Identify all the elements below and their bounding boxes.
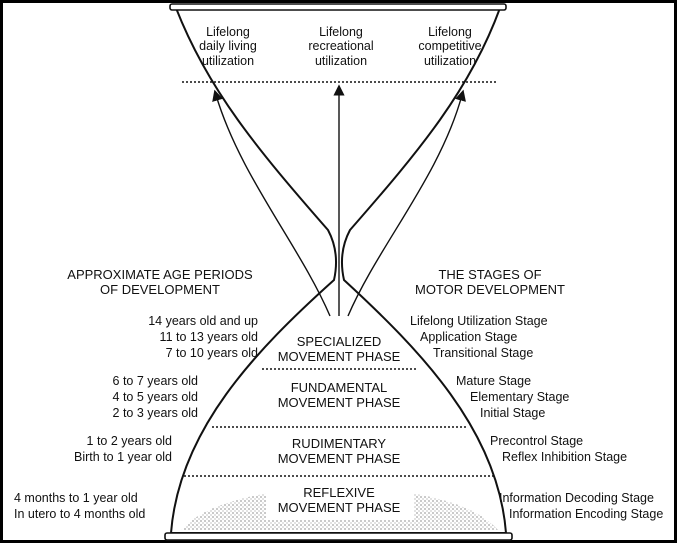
stages-rudimentary: Precontrol Stage Reflex Inhibition Stage [490, 433, 627, 466]
phase-rudimentary-line1: RUDIMENTARY [291, 436, 387, 451]
phase-rudimentary-line2: MOVEMENT PHASE [277, 450, 401, 466]
ages-fundamental: 6 to 7 years old 4 to 5 years old 2 to 3… [18, 373, 198, 421]
stages-fundamental: Mature Stage Elementary Stage Initial St… [456, 373, 569, 421]
phase-fundamental-line2: MOVEMENT PHASE [277, 394, 401, 410]
stages-specialized: Lifelong Utilization Stage Application S… [410, 313, 548, 361]
age-14-plus: 14 years old and up [148, 314, 258, 328]
ages-reflexive: 4 months to 1 year old In utero to 4 mon… [14, 490, 145, 523]
ages-specialized: 14 years old and up 11 to 13 years old 7… [68, 313, 258, 361]
phase-reflexive-line2: MOVEMENT PHASE [277, 499, 401, 515]
stage-elementary: Elementary Stage [470, 390, 570, 404]
outcome-competitive-line3: utilization [423, 53, 477, 68]
phase-reflexive-line1: REFLEXIVE [303, 485, 375, 500]
hourglass-bottom-cap [164, 532, 513, 541]
stages-reflexive: Information Decoding Stage Information E… [499, 490, 663, 523]
outcome-daily-living-line2: daily living [199, 39, 257, 54]
age-6-7: 6 to 7 years old [112, 374, 198, 388]
age-utero-4mo: In utero to 4 months old [14, 507, 146, 522]
age-4-5: 4 to 5 years old [112, 390, 198, 404]
stage-transitional: Transitional Stage [433, 346, 534, 360]
stage-mature: Mature Stage [456, 374, 532, 388]
ages-rudimentary: 1 to 2 years old Birth to 1 year old [8, 433, 172, 466]
age-11-13: 11 to 13 years old [159, 330, 258, 344]
stage-information-decoding: Information Decoding Stage [499, 491, 654, 505]
age-7-10: 7 to 10 years old [165, 346, 258, 360]
outcome-daily-living-line1: Lifelong [206, 25, 250, 39]
right-heading-line2: MOTOR DEVELOPMENT [414, 281, 565, 297]
stage-precontrol: Precontrol Stage [490, 434, 584, 448]
phase-fundamental: FUNDAMENTAL MOVEMENT PHASE [249, 380, 429, 411]
outcome-recreational: Lifelong recreational utilization [286, 25, 396, 68]
outcome-competitive-line2: competitive [418, 39, 482, 54]
phase-specialized: SPECIALIZED MOVEMENT PHASE [249, 334, 429, 365]
stage-reflex-inhibition: Reflex Inhibition Stage [502, 450, 628, 465]
left-heading: APPROXIMATE AGE PERIODS OF DEVELOPMENT [55, 267, 265, 298]
age-2-3: 2 to 3 years old [112, 406, 198, 420]
left-heading-line1: APPROXIMATE AGE PERIODS [67, 267, 253, 282]
age-birth-1: Birth to 1 year old [74, 450, 172, 465]
right-heading-line1: THE STAGES OF [438, 267, 542, 282]
stage-initial: Initial Stage [480, 406, 546, 420]
age-1-2: 1 to 2 years old [86, 434, 172, 448]
right-heading: THE STAGES OF MOTOR DEVELOPMENT [405, 267, 575, 298]
outcome-competitive: Lifelong competitive utilization [394, 25, 506, 68]
age-4mo-1yr: 4 months to 1 year old [14, 491, 138, 505]
phase-fundamental-line1: FUNDAMENTAL [290, 380, 388, 395]
arrow-competitive [347, 89, 466, 317]
phase-reflexive: REFLEXIVE MOVEMENT PHASE [249, 485, 429, 516]
hourglass-top-cap [169, 3, 507, 11]
outcome-recreational-line1: Lifelong [319, 25, 363, 39]
phase-rudimentary: RUDIMENTARY MOVEMENT PHASE [249, 436, 429, 467]
stage-lifelong-utilization: Lifelong Utilization Stage [410, 314, 548, 328]
outcome-daily-living-line3: utilization [201, 53, 255, 68]
left-heading-line2: OF DEVELOPMENT [100, 281, 220, 297]
outcome-recreational-line3: utilization [314, 53, 368, 68]
reflexive-label-backdrop [266, 484, 414, 520]
phase-specialized-line2: MOVEMENT PHASE [277, 348, 401, 364]
outcome-competitive-line1: Lifelong [428, 25, 472, 39]
outcome-daily-living: Lifelong daily living utilization [172, 25, 284, 68]
stage-information-encoding: Information Encoding Stage [509, 507, 664, 522]
outcome-recreational-line2: recreational [308, 39, 374, 54]
arrow-daily-living [212, 89, 331, 317]
phase-specialized-line1: SPECIALIZED [296, 334, 382, 349]
stage-application: Application Stage [420, 330, 518, 344]
